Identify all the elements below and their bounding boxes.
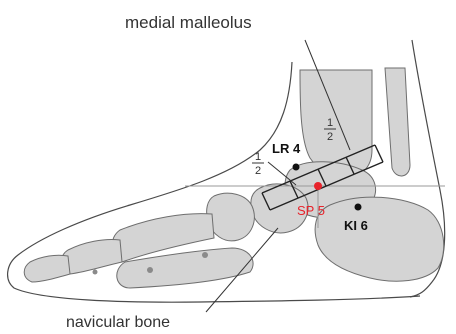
sesamoid-dot (147, 267, 153, 273)
proximal-phalanx (61, 239, 122, 274)
sesamoid-dot (93, 270, 98, 275)
fraction-left-denominator: 2 (255, 165, 261, 177)
calcaneus-bone (315, 197, 444, 281)
sp5-label: SP 5 (297, 203, 325, 218)
sesamoid-dot (202, 252, 208, 258)
fraction-right-denominator: 2 (327, 131, 333, 143)
medial-malleolus-label: medial malleolus (125, 13, 252, 32)
ki6-point (355, 204, 362, 211)
navicular-bone-label: navicular bone (66, 314, 170, 331)
distal-phalanx (24, 255, 70, 282)
ki6-label: KI 6 (344, 218, 368, 233)
fibula-bone (385, 68, 410, 176)
foot-bones (24, 68, 443, 288)
lr4-label: LR 4 (272, 141, 301, 156)
lr4-point (293, 164, 300, 171)
fraction-left-numerator: 1 (255, 151, 261, 163)
sp5-point (314, 182, 322, 190)
fraction-right-numerator: 1 (327, 117, 333, 129)
tick (375, 145, 383, 162)
